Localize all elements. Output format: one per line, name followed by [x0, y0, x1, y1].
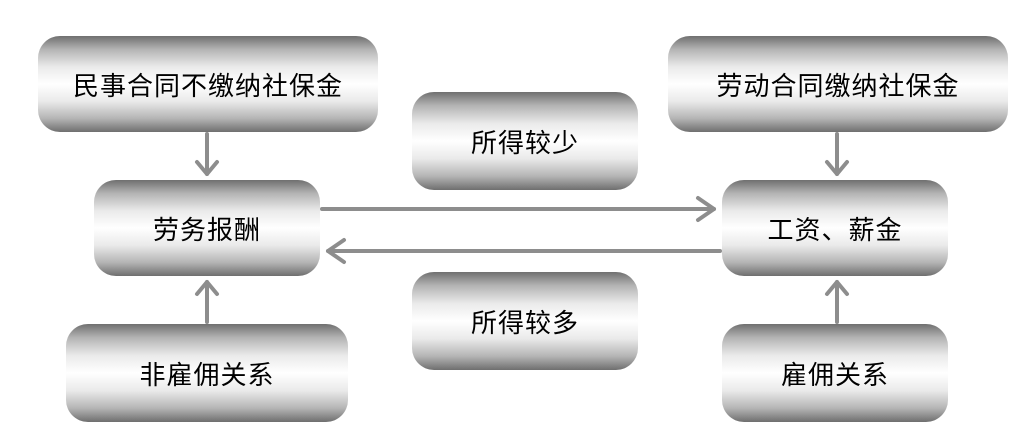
less-income-label: 所得较少	[470, 128, 579, 159]
labor-contract-node: 劳动合同缴纳社保金	[668, 36, 1008, 132]
less-income-node: 所得较少	[412, 92, 638, 190]
arrow-employment-to-wages	[825, 280, 849, 324]
non-employment-node: 非雇佣关系	[66, 324, 348, 422]
arrow-labor-to-wages	[825, 132, 849, 176]
arrow-civil-to-remuneration	[195, 132, 219, 176]
remuneration-node: 劳务报酬	[94, 180, 320, 276]
employment-label: 雇佣关系	[780, 360, 889, 391]
more-income-node: 所得较多	[412, 272, 638, 370]
more-income-label: 所得较多	[470, 308, 579, 339]
civil-contract-node: 民事合同不缴纳社保金	[38, 36, 378, 132]
arrow-remuneration-to-wages	[320, 196, 716, 222]
employment-node: 雇佣关系	[722, 324, 948, 422]
remuneration-label: 劳务报酬	[152, 215, 261, 246]
civil-contract-label: 民事合同不缴纳社保金	[72, 71, 343, 102]
arrow-wages-to-remuneration	[326, 238, 722, 264]
wages-node: 工资、薪金	[722, 180, 948, 276]
labor-contract-label: 劳动合同缴纳社保金	[716, 71, 960, 102]
arrow-nonemployment-to-remuneration	[195, 280, 219, 324]
wages-label: 工资、薪金	[767, 215, 903, 246]
non-employment-label: 非雇佣关系	[139, 360, 275, 391]
